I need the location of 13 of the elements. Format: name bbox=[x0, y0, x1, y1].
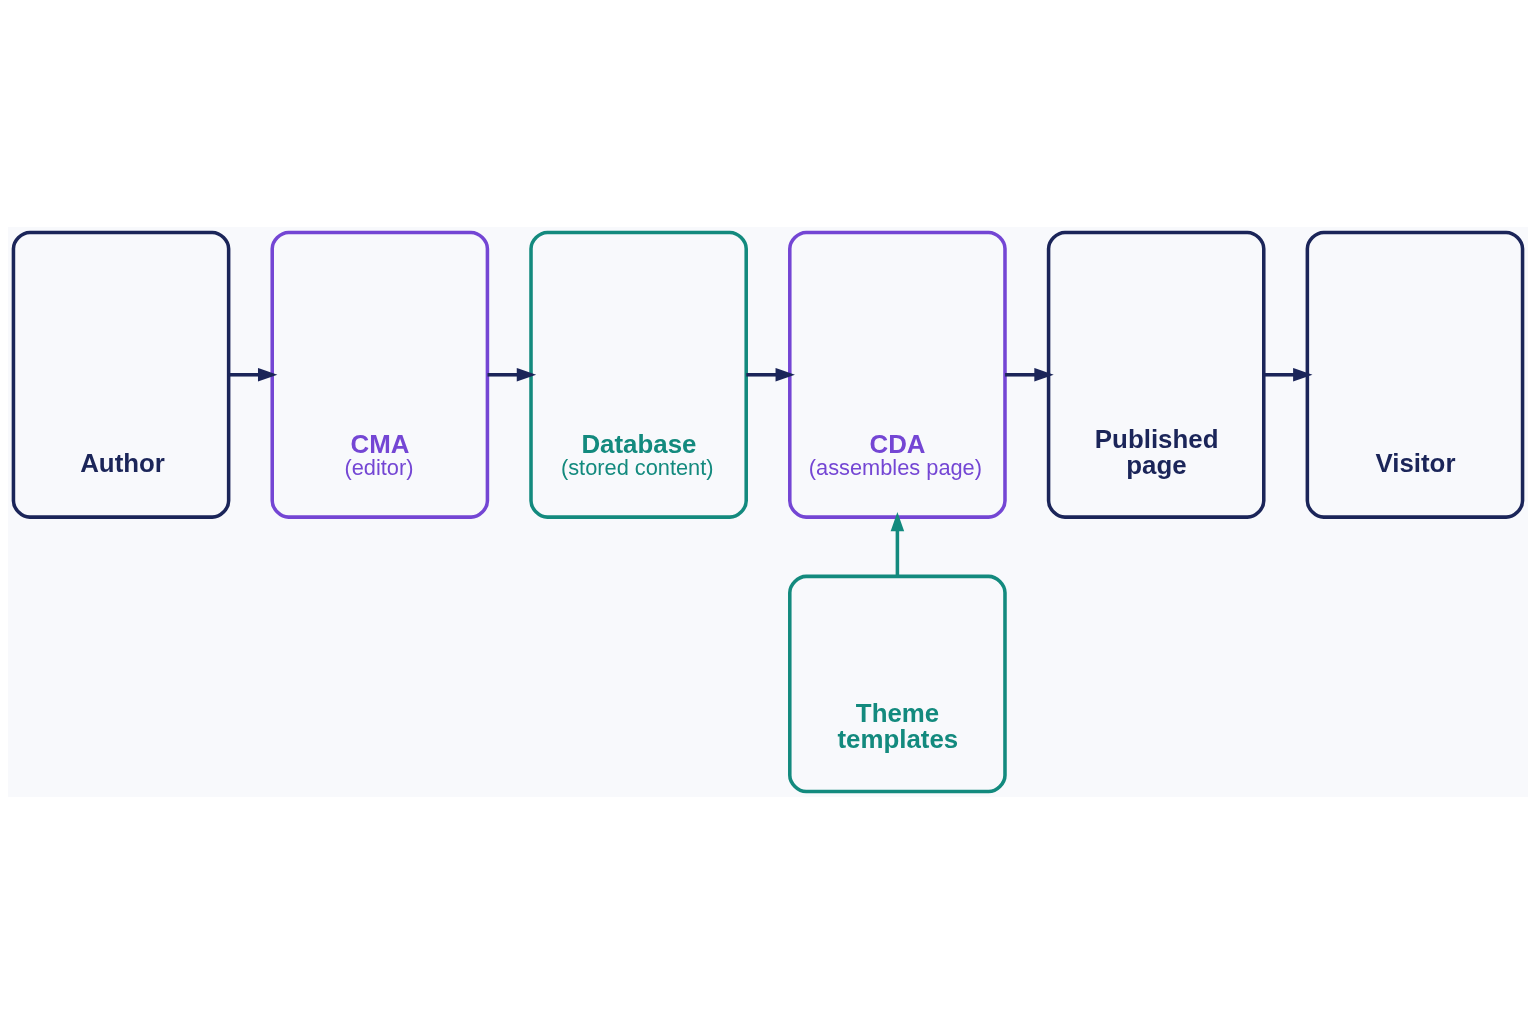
node-box: CMA (editor) bbox=[270, 230, 490, 519]
arrow bbox=[487, 368, 537, 382]
node-box: Database (stored content) bbox=[529, 230, 748, 519]
node-box: CDA (assembles page) bbox=[788, 230, 1007, 519]
node-box: Published page bbox=[1046, 230, 1266, 519]
arrow bbox=[890, 512, 905, 576]
arrow bbox=[1005, 368, 1054, 382]
node-box: Theme templates bbox=[788, 574, 1007, 794]
arrow bbox=[1263, 368, 1313, 382]
arrow bbox=[746, 368, 795, 382]
node-box: Author bbox=[11, 230, 231, 519]
arrow bbox=[228, 368, 278, 382]
node-box: Visitor bbox=[1305, 230, 1525, 519]
